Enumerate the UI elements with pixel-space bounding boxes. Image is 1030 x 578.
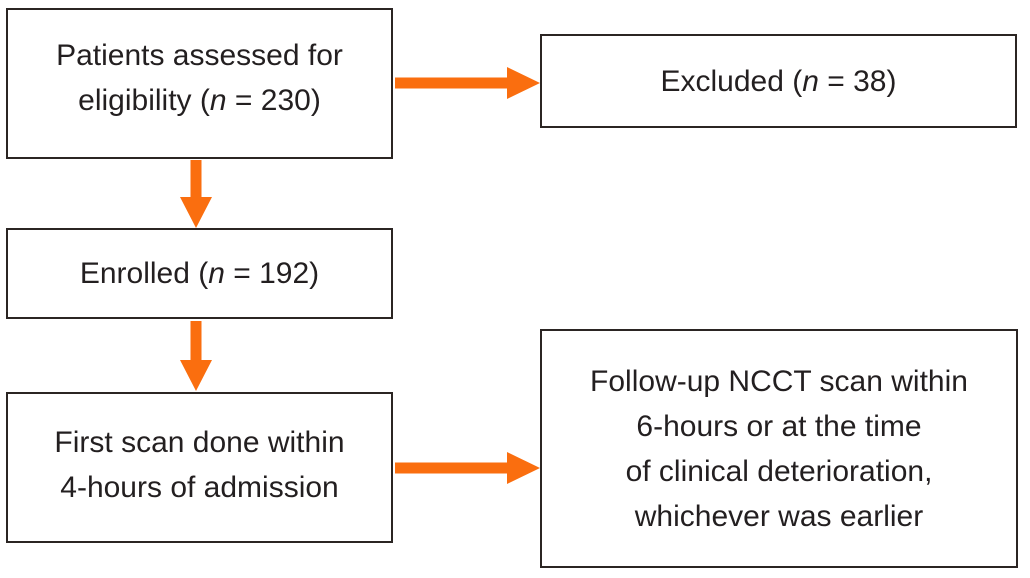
box-text-line: eligibility (n = 230)	[78, 78, 321, 123]
arrow-enrolled-to-first-scan	[179, 321, 212, 391]
box-text-line: 6-hours or at the time	[636, 409, 922, 443]
box-text-line: Patients assessed for	[56, 33, 343, 78]
arrow-head-right-icon	[507, 451, 540, 484]
excluded-suffix: = 38)	[818, 64, 897, 98]
box-excluded: Excluded (n = 38)	[540, 34, 1017, 128]
arrow-assessed-to-excluded	[395, 66, 540, 99]
arrow-shaft	[190, 160, 201, 200]
box-text-line: whichever was earlier	[634, 499, 924, 533]
arrow-first-scan-to-follow-up	[395, 451, 540, 484]
arrow-assessed-to-enrolled	[179, 160, 212, 228]
box-text-line: 4-hours of admission	[60, 470, 339, 504]
arrow-shaft	[395, 462, 510, 473]
assessed-line2-prefix: eligibility (	[78, 83, 210, 117]
box-text-line: First scan done within	[54, 425, 345, 459]
assessed-n-symbol: n	[209, 83, 227, 117]
box-enrolled: Enrolled (n = 192)	[6, 228, 393, 319]
arrow-shaft	[395, 77, 510, 88]
box-first-scan: First scan done within 4-hours of admiss…	[6, 392, 393, 543]
arrow-head-down-icon	[179, 360, 212, 391]
enrolled-suffix: = 192)	[224, 257, 320, 290]
assessed-line1: Patients assessed for	[56, 38, 343, 72]
arrow-head-down-icon	[179, 197, 212, 228]
box-follow-up: Follow-up NCCT scan within 6-hours or at…	[540, 329, 1018, 568]
enrolled-prefix: Enrolled (	[79, 257, 209, 290]
box-text-line: Follow-up NCCT scan within	[590, 364, 968, 398]
excluded-n-symbol: n	[802, 64, 819, 98]
arrow-shaft	[190, 321, 201, 363]
box-patients-assessed: Patients assessed for eligibility (n = 2…	[6, 8, 393, 159]
box-text-line: of clinical deterioration,	[625, 454, 933, 488]
enrolled-n-symbol: n	[208, 257, 225, 290]
assessed-line2-suffix: = 230)	[226, 83, 321, 117]
excluded-prefix: Excluded (	[660, 64, 803, 98]
arrow-head-right-icon	[507, 66, 540, 99]
box-text-line: Excluded (n = 38)	[661, 59, 897, 104]
box-text-line: Enrolled (n = 192)	[80, 251, 319, 296]
